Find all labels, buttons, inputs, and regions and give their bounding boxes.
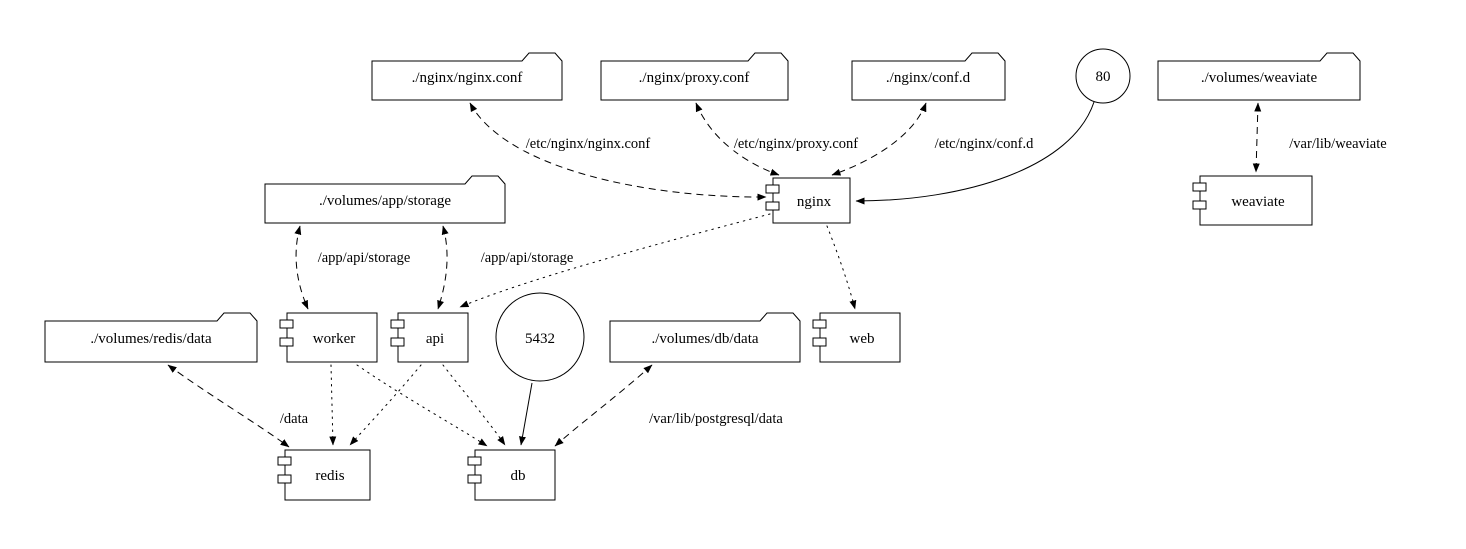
node-label: db <box>511 468 526 484</box>
node-label: ./volumes/redis/data <box>90 331 212 347</box>
node-service-db: db <box>467 449 556 501</box>
folder-icon <box>44 312 258 363</box>
node-volume-proxy-conf: ./nginx/proxy.conf <box>600 52 789 101</box>
node-label: ./volumes/db/data <box>651 331 758 347</box>
node-label: web <box>850 331 875 347</box>
edge-mount-worker-storage: /app/api/storage <box>294 225 413 310</box>
folder-icon <box>371 52 563 101</box>
component-icon <box>286 312 378 363</box>
node-label: api <box>426 331 444 347</box>
component-icon <box>772 177 851 224</box>
folder-icon <box>609 312 801 363</box>
edge-dep-nginx-web <box>826 225 857 310</box>
edge-mount-conf-d: /etc/nginx/conf.d <box>831 102 1037 176</box>
component-icon <box>819 312 901 363</box>
node-label: redis <box>315 468 344 484</box>
node-port-5432: 5432 <box>495 292 585 382</box>
edge-port-5432-db <box>519 382 533 446</box>
edge-label-mount-db-data: /var/lib/postgresql/data <box>649 411 783 427</box>
node-label: 5432 <box>525 331 555 347</box>
node-label: ./nginx/conf.d <box>886 70 971 86</box>
edge-mount-db-data: /var/lib/postgresql/data <box>554 364 786 447</box>
edge-dep-nginx-api <box>459 213 771 308</box>
node-service-nginx: nginx <box>765 177 851 224</box>
edge-mount-proxy-conf: /etc/nginx/proxy.conf <box>695 102 861 176</box>
node-service-api: api <box>390 312 469 363</box>
edges-layer: /etc/nginx/nginx.conf /etc/nginx/proxy.c… <box>167 101 1389 448</box>
edge-mount-weaviate: /var/lib/weaviate <box>1252 102 1389 173</box>
node-label: ./nginx/proxy.conf <box>639 70 750 86</box>
node-label: weaviate <box>1231 194 1285 210</box>
port-circle-icon <box>495 292 585 382</box>
edge-label-mount-proxy-conf: /etc/nginx/proxy.conf <box>734 136 858 152</box>
edge-label-mount-worker-storage: /app/api/storage <box>318 250 411 266</box>
edge-dep-worker-redis <box>329 364 337 446</box>
component-icon <box>397 312 469 363</box>
edge-dep-api-redis <box>349 364 422 446</box>
edge-dep-api-db <box>442 364 506 446</box>
node-label: worker <box>313 331 355 347</box>
edge-mount-api-storage: /app/api/storage <box>437 225 576 310</box>
edge-port-80-nginx <box>855 101 1095 205</box>
node-volume-app-storage: ./volumes/app/storage <box>264 175 506 224</box>
node-volume-weaviate: ./volumes/weaviate <box>1157 52 1361 101</box>
component-icon <box>1199 175 1313 226</box>
folder-icon <box>1157 52 1361 101</box>
edge-label-mount-conf-d: /etc/nginx/conf.d <box>935 136 1034 152</box>
node-service-redis: redis <box>277 449 371 501</box>
node-label: 80 <box>1096 69 1111 85</box>
node-service-weaviate: weaviate <box>1192 175 1313 226</box>
node-label: ./volumes/app/storage <box>319 193 451 209</box>
node-service-web: web <box>812 312 901 363</box>
node-port-80: 80 <box>1075 48 1131 104</box>
node-service-worker: worker <box>279 312 378 363</box>
edge-mount-redis-data: /data <box>167 364 311 448</box>
node-volume-db-data: ./volumes/db/data <box>609 312 801 363</box>
folder-icon <box>264 175 506 224</box>
edge-dep-worker-db <box>356 364 488 447</box>
edge-label-mount-api-storage: /app/api/storage <box>481 250 574 266</box>
edge-label-mount-nginx-conf: /etc/nginx/nginx.conf <box>526 136 651 152</box>
folder-icon <box>851 52 1006 101</box>
node-volume-conf-d: ./nginx/conf.d <box>851 52 1006 101</box>
node-volume-redis-data: ./volumes/redis/data <box>44 312 258 363</box>
folder-icon <box>600 52 789 101</box>
node-label: ./nginx/nginx.conf <box>412 70 523 86</box>
nodes-layer: ./nginx/nginx.conf ./nginx/proxy.conf ./… <box>44 48 1361 501</box>
port-circle-icon <box>1075 48 1131 104</box>
edge-label-mount-redis-data: /data <box>280 411 309 427</box>
edge-label-mount-weaviate: /var/lib/weaviate <box>1289 136 1386 152</box>
node-label: nginx <box>797 194 832 210</box>
component-icon <box>474 449 556 501</box>
node-volume-nginx-conf: ./nginx/nginx.conf <box>371 52 563 101</box>
node-label: ./volumes/weaviate <box>1201 70 1318 86</box>
edge-mount-nginx-conf: /etc/nginx/nginx.conf <box>469 102 767 201</box>
